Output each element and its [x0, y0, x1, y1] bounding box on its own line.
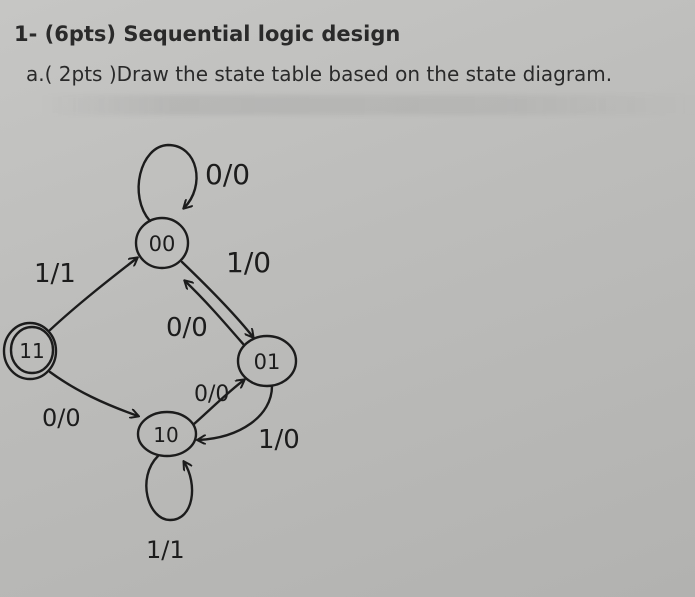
- edge-10-to-01: [192, 380, 244, 426]
- self-loop-00-arrow: [137, 143, 198, 223]
- state-01-node: [236, 334, 298, 388]
- state-10-label: 10: [153, 423, 178, 447]
- edge-11-to-00: [48, 258, 137, 332]
- edge-11-to-10: [48, 370, 138, 416]
- state-11-node: [2, 321, 58, 381]
- state-01-label: 01: [254, 350, 281, 374]
- label-self-00: 0/0: [205, 158, 250, 191]
- label-01-to-00: 0/0: [166, 313, 208, 343]
- state-00-node: [134, 216, 190, 270]
- label-01-to-10: 1/0: [258, 425, 300, 455]
- self-loop-10-arrow: [145, 454, 194, 522]
- label-self-10: 1/1: [146, 536, 185, 564]
- edge-01-to-00: [185, 281, 246, 347]
- state-00-label: 00: [149, 232, 176, 256]
- edge-01-to-10: [198, 384, 274, 440]
- label-00-to-01: 1/0: [226, 246, 271, 279]
- state-11-label: 11: [19, 339, 44, 363]
- label-11-to-10: 0/0: [42, 404, 81, 432]
- state-10-node: [136, 410, 198, 458]
- state-11-node-inner: [9, 325, 55, 375]
- edge-00-to-01: [180, 260, 253, 337]
- question-title: 1- (6pts) Sequential logic design: [14, 22, 401, 46]
- question-prompt: a.( 2pts )Draw the state table based on …: [26, 62, 613, 86]
- label-10-to-01: 0/0: [194, 382, 229, 407]
- label-11-to-00: 1/1: [34, 259, 76, 289]
- paper-bleed-through: [40, 95, 695, 115]
